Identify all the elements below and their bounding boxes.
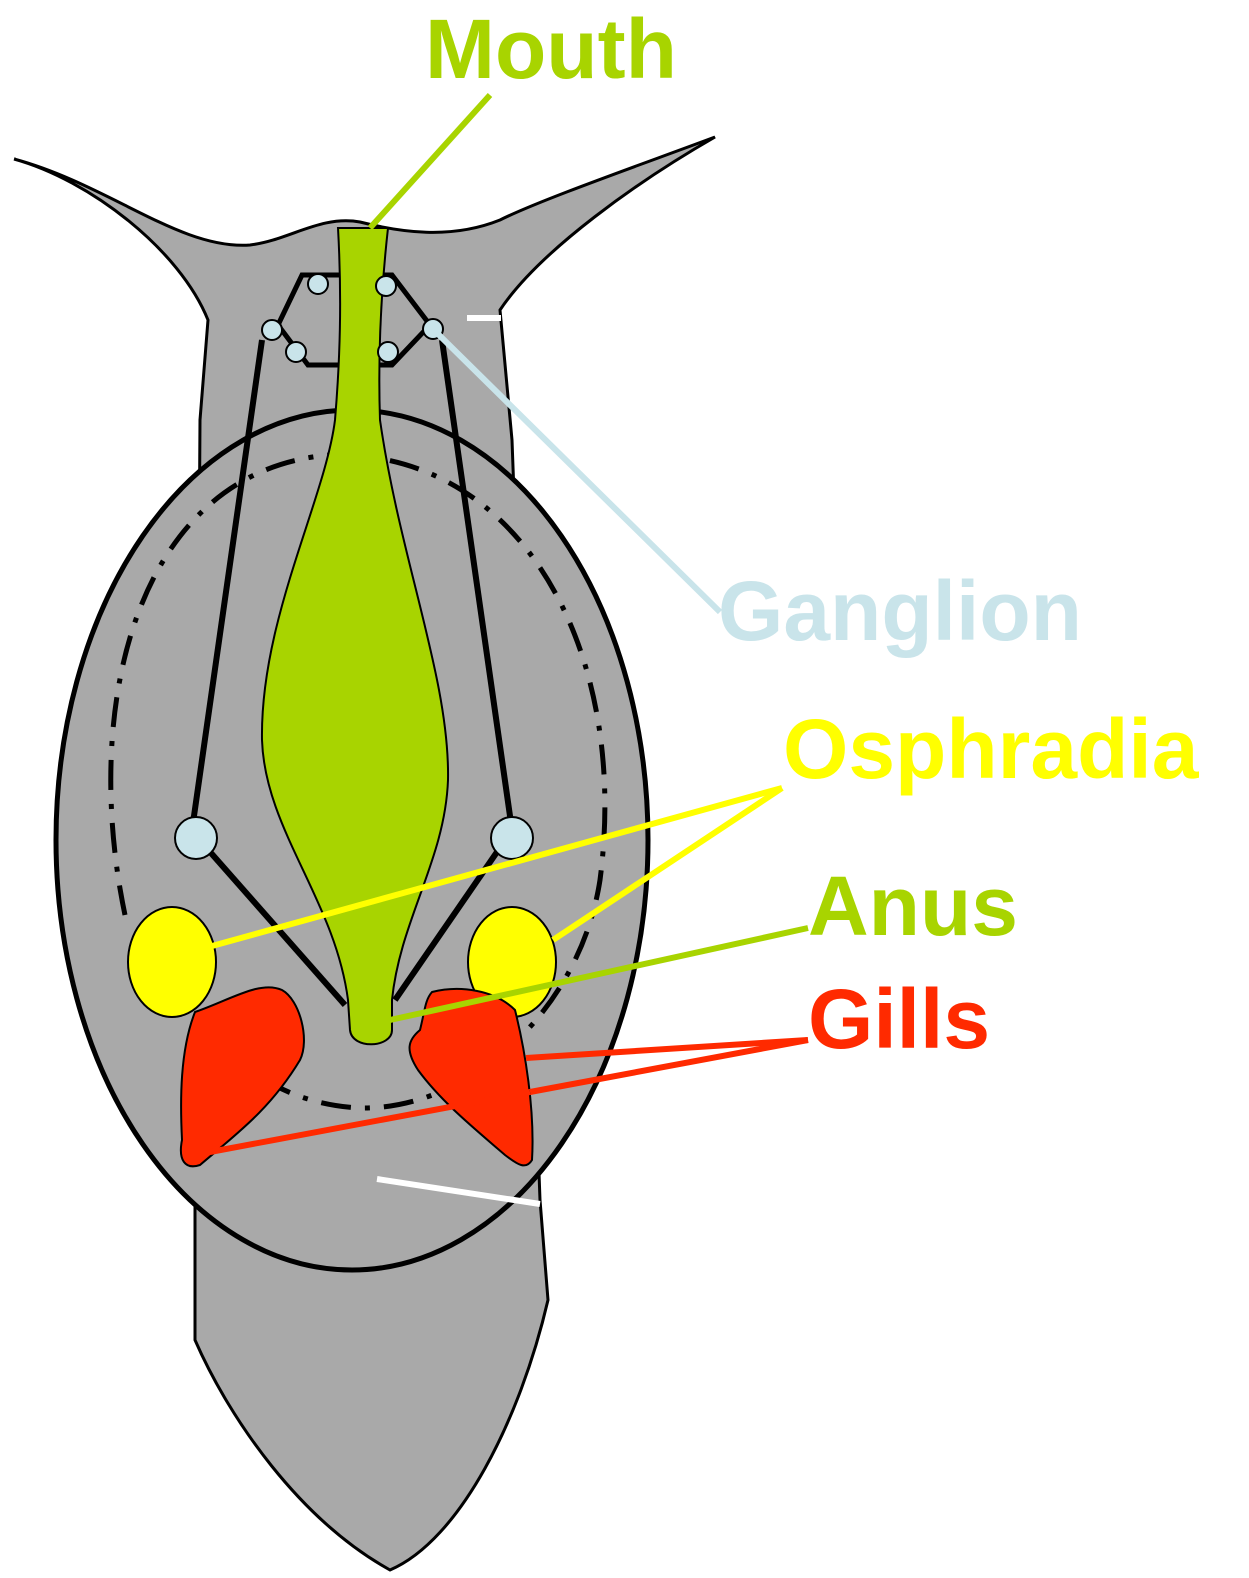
label-osphradia: Osphradia (783, 702, 1200, 796)
osphradium-left (128, 907, 216, 1017)
ganglion-right (491, 817, 533, 859)
label-ganglion: Ganglion (718, 564, 1082, 658)
label-mouth: Mouth (425, 2, 677, 96)
ganglion-left (175, 817, 217, 859)
label-anus: Anus (808, 859, 1018, 953)
label-gills: Gills (808, 972, 990, 1066)
mouth-leader (370, 95, 490, 228)
